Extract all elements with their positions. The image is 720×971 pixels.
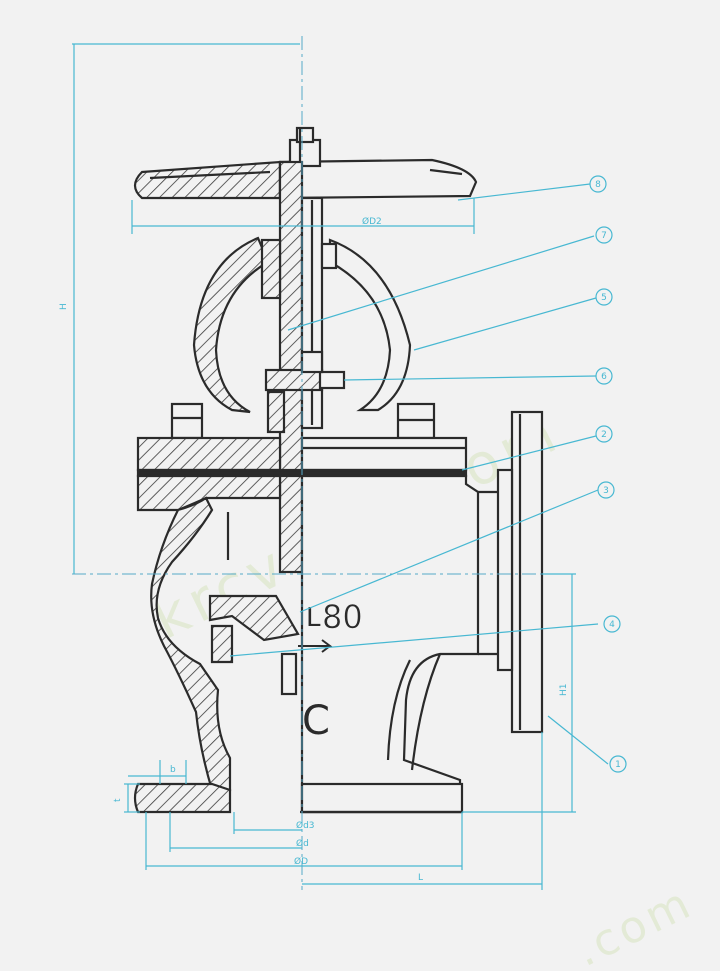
svg-text:5: 5 — [601, 293, 607, 303]
inlet-flange-left — [133, 782, 232, 814]
dim-d2-label: ØD2 — [362, 216, 382, 227]
body-wall-left — [150, 496, 232, 792]
seat-ring — [210, 624, 234, 664]
svg-text:8: 8 — [595, 180, 601, 190]
svg-text:2: 2 — [601, 430, 607, 440]
callout-5: 5 — [595, 288, 613, 306]
watermark-text-bottom: .com — [567, 877, 701, 967]
size-mark: 80 — [322, 598, 363, 636]
callout-leaders — [229, 183, 609, 765]
callout-2: 2 — [595, 425, 613, 443]
valve-body — [133, 126, 544, 814]
bolt-left — [170, 402, 204, 440]
handwheel-rim — [278, 158, 478, 200]
dim-t-label: t — [113, 798, 123, 802]
callout-markers: 8 7 5 6 2 3 4 1 — [589, 175, 627, 773]
svg-text:3: 3 — [603, 486, 609, 496]
handwheel-section — [133, 160, 282, 200]
callout-4: 4 — [603, 615, 621, 633]
stem-section — [278, 160, 304, 574]
dim-dd-label: ØD — [294, 856, 308, 867]
dim-b-label: b — [170, 765, 176, 775]
dim-h1-label: H1 — [559, 684, 569, 697]
callout-7: 7 — [595, 226, 613, 244]
centerlines — [72, 36, 576, 890]
outlet-flange — [510, 410, 544, 734]
class-mark: C — [302, 698, 330, 744]
inlet-flange-right — [300, 782, 464, 814]
svg-text:1: 1 — [615, 760, 621, 770]
dim-d3-label: Ød3 — [296, 820, 315, 831]
svg-text:6: 6 — [601, 372, 607, 382]
dim-l-label: L — [418, 873, 423, 883]
dimension-lines — [72, 43, 576, 890]
dim-d-label: Ød — [296, 838, 309, 849]
dim-h-label: H — [59, 303, 69, 310]
callout-6: 6 — [595, 367, 613, 385]
bonnet-right — [328, 238, 412, 412]
body-wall-right — [300, 474, 480, 814]
disc — [208, 594, 300, 642]
bonnet-flange-right — [300, 436, 468, 472]
svg-text:7: 7 — [601, 231, 607, 241]
callout-8: 8 — [589, 175, 607, 193]
size-prefix-mark: L — [306, 603, 321, 633]
bonnet-left — [192, 236, 270, 414]
callout-1: 1 — [609, 755, 627, 773]
body-marks: L 80 C — [298, 598, 363, 744]
dimension-labels: ØD2 H H1 L Ød3 Ød ØD b t — [59, 216, 569, 883]
callout-3: 3 — [597, 481, 615, 499]
svg-text:4: 4 — [609, 620, 615, 630]
bonnet-flange-left — [136, 436, 282, 472]
